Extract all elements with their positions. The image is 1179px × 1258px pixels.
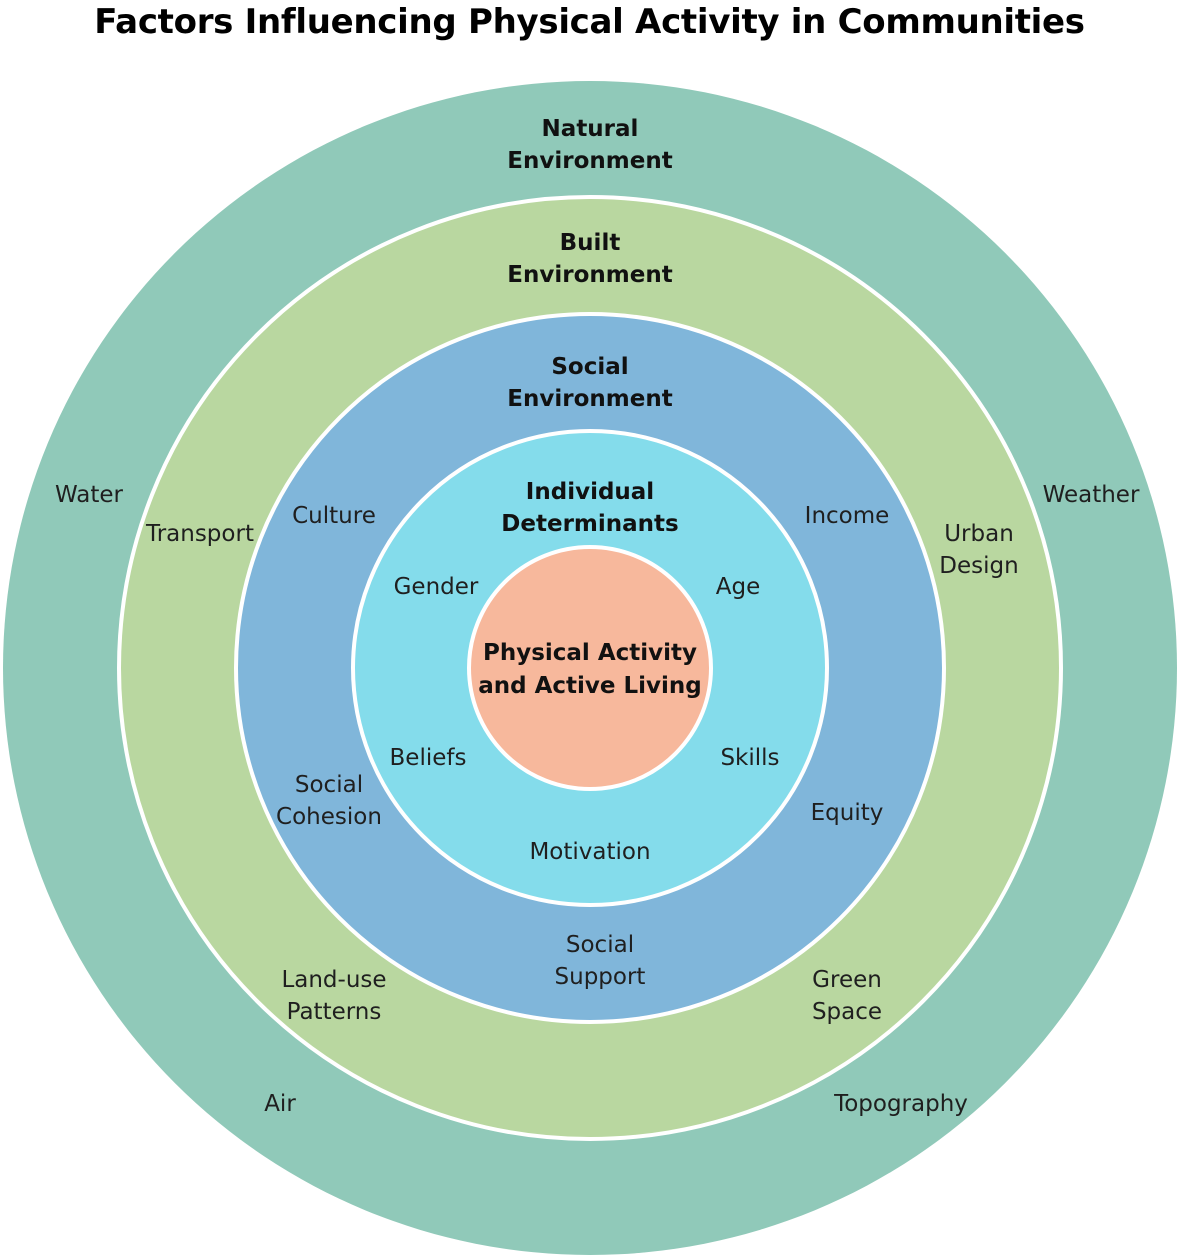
factor-equity: Equity [811, 800, 884, 826]
social-environment-label-line2: Environment [507, 386, 672, 412]
factor-urban-design: Urban [944, 521, 1014, 547]
factor-land-use-patterns: Land-use [281, 967, 386, 993]
factor-social-support: Social [566, 932, 634, 958]
physical-activity-core [467, 545, 713, 791]
factor-social-cohesion-line2: Cohesion [276, 804, 382, 830]
built-environment-label-line2: Environment [507, 262, 672, 288]
social-environment-label: Social [551, 354, 628, 380]
factor-air: Air [264, 1091, 296, 1117]
factor-age: Age [716, 574, 760, 600]
individual-determinants-label-line2: Determinants [501, 511, 678, 537]
core-label: Physical Activity [483, 640, 697, 666]
factor-weather: Weather [1043, 482, 1140, 508]
core-label-line2: and Active Living [478, 673, 702, 699]
factor-urban-design-line2: Design [939, 553, 1018, 579]
factor-social-support-line2: Support [555, 964, 646, 990]
factor-transport: Transport [145, 521, 254, 547]
factor-social-cohesion: Social [295, 772, 363, 798]
page-title: Factors Influencing Physical Activity in… [94, 2, 1085, 42]
factor-skills: Skills [720, 745, 779, 771]
factor-green-space-line2: Space [812, 999, 882, 1025]
factor-land-use-patterns-line2: Patterns [287, 999, 382, 1025]
factor-motivation: Motivation [529, 839, 650, 865]
factor-gender: Gender [394, 574, 479, 600]
factor-green-space: Green [812, 967, 882, 993]
natural-environment-label-line2: Environment [507, 148, 672, 174]
natural-environment-label: Natural [542, 116, 639, 142]
factor-water: Water [55, 482, 124, 508]
factor-beliefs: Beliefs [390, 745, 467, 771]
individual-determinants-label: Individual [526, 479, 654, 505]
factor-income: Income [805, 503, 890, 529]
factor-topography: Topography [833, 1091, 968, 1117]
factor-culture: Culture [292, 503, 376, 529]
built-environment-label: Built [560, 230, 621, 256]
